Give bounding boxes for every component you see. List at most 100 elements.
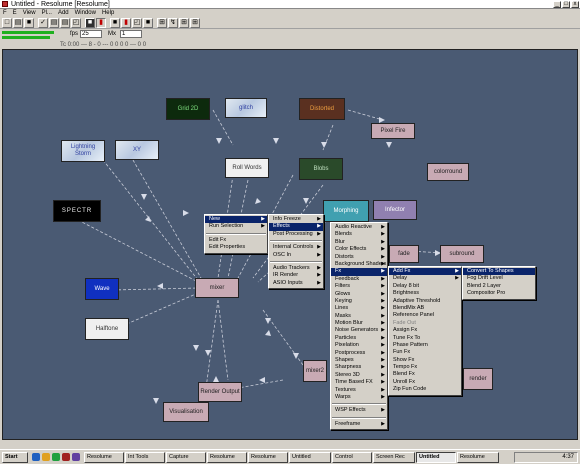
node-roll-words[interactable]: Roll Words	[225, 158, 269, 178]
effects-submenu-item[interactable]: Stereo 3D▶	[331, 372, 387, 379]
node-infector[interactable]: Infector	[373, 200, 417, 220]
maximize-button[interactable]: □	[562, 1, 570, 8]
node-xy[interactable]: XY	[115, 140, 159, 160]
fx-submenu-item[interactable]: Add Fx▶	[389, 268, 461, 276]
node-wave[interactable]: Wave	[85, 278, 119, 300]
effects-submenu-item[interactable]: Noise Generators▶	[331, 327, 387, 334]
add-submenu-item[interactable]: ASIO Inputs▶	[269, 280, 323, 287]
add-submenu-item[interactable]: Internal Controls▶	[269, 244, 323, 251]
add-submenu-item[interactable]: IR Render▶	[269, 272, 323, 279]
menu-help[interactable]: Help	[101, 10, 115, 16]
minimize-button[interactable]: _	[553, 1, 561, 8]
add-submenu-item[interactable]: OSC In▶	[269, 252, 323, 259]
start-button[interactable]: Start	[2, 452, 28, 463]
taskbar-button[interactable]: Capture	[166, 452, 206, 463]
link-icon[interactable]: ↯	[168, 18, 178, 28]
menu-file[interactable]: F	[3, 10, 7, 16]
context-menu-item[interactable]: Edit Properties	[205, 244, 267, 251]
media-icon[interactable]	[62, 453, 70, 461]
node-mixer2[interactable]: mixer2	[303, 360, 327, 382]
effects-submenu-item[interactable]: Lines▶	[331, 305, 387, 312]
effects-submenu-item[interactable]: Warps▶	[331, 394, 387, 401]
effects-submenu-item[interactable]: Background Shaders▶	[331, 261, 387, 268]
menu-view[interactable]: View	[22, 10, 36, 16]
fx-submenu-item[interactable]: Show Fx	[389, 357, 461, 364]
add-submenu-item[interactable]: Post Processing▶	[269, 231, 323, 238]
taskbar-button[interactable]: Resolume	[457, 452, 499, 463]
node-morphing[interactable]: Morphing	[323, 200, 369, 222]
menu-add[interactable]: Add	[57, 10, 69, 16]
effects-submenu-item[interactable]: Particles▶	[331, 335, 387, 342]
open-icon[interactable]: ▤	[13, 18, 23, 28]
taskbar-button[interactable]: Resolume	[84, 452, 124, 463]
node-blobs[interactable]: Blobs	[299, 158, 343, 180]
effects-submenu-item[interactable]: Pixelation▶	[331, 342, 387, 349]
node-lightning-storm[interactable]: Lightning Storm	[61, 140, 105, 162]
add-fx-submenu-item[interactable]: Convert To Shapes	[463, 268, 535, 276]
save-icon[interactable]: ■	[24, 18, 34, 28]
grid-icon[interactable]: ▤	[60, 18, 70, 28]
play-icon[interactable]: ▮	[96, 18, 106, 28]
stop-icon[interactable]: ■	[110, 18, 120, 28]
record-icon[interactable]: ■	[85, 18, 95, 28]
context-menu-item[interactable]: Run Selection▶	[205, 223, 267, 230]
effects-submenu-item[interactable]: Time Based FX▶	[331, 379, 387, 386]
fx-submenu-item[interactable]: Tempo Fx	[389, 364, 461, 371]
fx-submenu-item[interactable]: BlendMix AB	[389, 305, 461, 312]
taskbar-button[interactable]: Screen Rec	[373, 452, 415, 463]
taskbar-button[interactable]: Untitled	[416, 452, 456, 463]
node-mixer[interactable]: mixer	[195, 278, 239, 298]
desktop-icon[interactable]	[52, 453, 60, 461]
effects-submenu-item[interactable]: Feedback▶	[331, 276, 387, 283]
effects-submenu-item[interactable]: Blends▶	[331, 231, 387, 238]
ie-icon[interactable]	[32, 453, 40, 461]
node-spectr[interactable]: SPECTR	[53, 200, 101, 222]
menu-edit[interactable]: E	[12, 10, 17, 16]
fx-submenu-item[interactable]: Brightness	[389, 290, 461, 297]
app-quick-icon[interactable]	[72, 453, 80, 461]
taskbar-button[interactable]: Resolume	[248, 452, 288, 463]
frame-icon[interactable]: ◰	[132, 18, 142, 28]
add-fx-submenu-item[interactable]: Blend 2 Layer	[463, 283, 535, 290]
node-canvas[interactable]: Grid 2D glitch Distorted Pixel Fire Ligh…	[2, 49, 578, 440]
fps-input[interactable]	[80, 30, 102, 38]
effects-submenu-item[interactable]: Audio Reactive▶	[331, 224, 387, 231]
layout-icon[interactable]: ⊞	[157, 18, 167, 28]
add-submenu-item[interactable]: Info Freeze▶	[269, 216, 323, 223]
effects-submenu-item[interactable]: Color Effects▶	[331, 246, 387, 253]
menu-window[interactable]: Window	[74, 10, 96, 16]
context-menu-item[interactable]: Edit Fx	[205, 237, 267, 244]
effects-submenu-item[interactable]: Filters▶	[331, 283, 387, 290]
fx-submenu-item[interactable]: Reference Panel	[389, 312, 461, 319]
node-render-output[interactable]: Render Output	[198, 382, 242, 402]
pause-icon[interactable]: ▮	[121, 18, 131, 28]
window-icon[interactable]: ◰	[71, 18, 81, 28]
node-fade[interactable]: fade	[389, 245, 419, 263]
list-icon[interactable]: ▤	[49, 18, 59, 28]
node-distorted[interactable]: Distorted	[299, 98, 345, 120]
effects-submenu-item[interactable]: Shapes▶	[331, 357, 387, 364]
node-glitch[interactable]: glitch	[225, 98, 267, 118]
node-visualisation[interactable]: Visualisation	[163, 402, 209, 422]
check-icon[interactable]: ✓	[38, 18, 48, 28]
node-render[interactable]: render	[463, 368, 493, 390]
close-button[interactable]: x	[571, 1, 579, 8]
effects-submenu-item[interactable]: Sharpness▶	[331, 364, 387, 371]
node-subround[interactable]: subround	[440, 245, 484, 263]
effects-submenu-item[interactable]: WSP Effects▶	[331, 407, 387, 414]
taskbar-button[interactable]: Control	[332, 452, 372, 463]
tile-icon[interactable]: ⊞	[179, 18, 189, 28]
fx-submenu-item[interactable]: Phase Pattern	[389, 342, 461, 349]
node-halftone[interactable]: Halftone	[85, 318, 129, 340]
effects-submenu-item[interactable]: Glows▶	[331, 291, 387, 298]
fx-submenu-item[interactable]: Zip Fun Code	[389, 386, 461, 393]
fx-submenu-item[interactable]: Blend Fx	[389, 371, 461, 378]
add-submenu-item[interactable]: Effects▶	[269, 223, 323, 231]
effects-submenu-item[interactable]: Blur▶	[331, 239, 387, 246]
add-fx-submenu-item[interactable]: Compositor Pro	[463, 290, 535, 297]
mix-input[interactable]	[120, 30, 142, 38]
effects-submenu-item[interactable]: Keying▶	[331, 298, 387, 305]
fx-submenu-item[interactable]: Fade Out	[389, 320, 461, 327]
taskbar-button[interactable]: Int Tools	[125, 452, 165, 463]
node-colorround[interactable]: colorround	[427, 163, 469, 181]
